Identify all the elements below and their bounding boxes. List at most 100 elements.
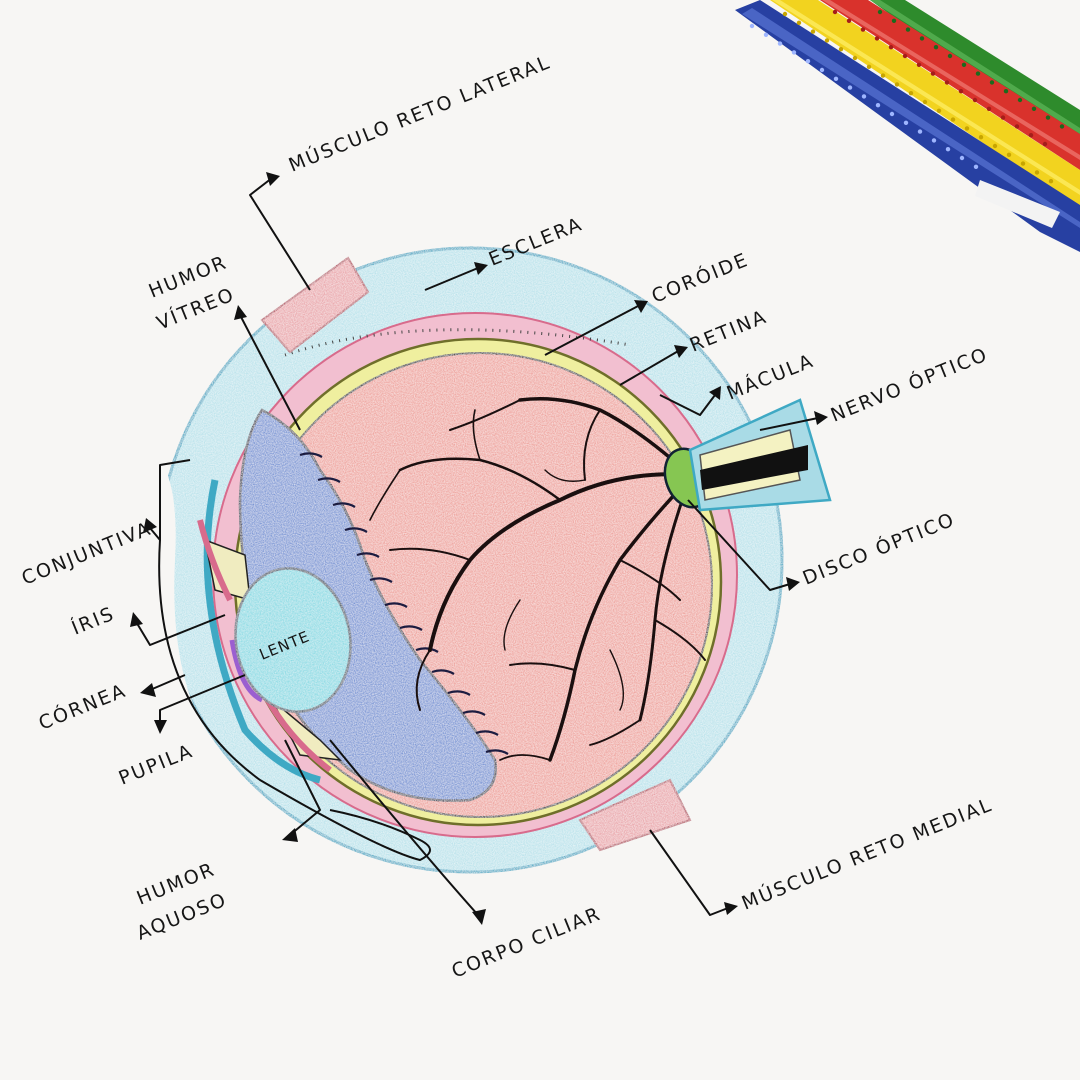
pencil-dot [1006, 152, 1012, 157]
leader-esclera [424, 267, 479, 291]
pencil-dot [961, 62, 967, 67]
pencil-dot [877, 9, 883, 15]
pencil-dot [782, 11, 788, 17]
pencil-dot [950, 117, 956, 122]
pencil-dot [902, 53, 908, 59]
pencil-dot [973, 164, 979, 169]
pencil-dot [931, 138, 937, 143]
pencil-dot [958, 89, 964, 94]
scallop-mark [485, 749, 509, 755]
pencil-dot [860, 27, 866, 32]
scallop-mark [447, 690, 471, 696]
pencil-dot [847, 85, 853, 90]
pencil-dot [978, 135, 984, 140]
leader-humor-vitreo [239, 314, 301, 431]
leader-iris [134, 614, 226, 646]
pencil-blue [735, 0, 1080, 252]
scallop-mark [399, 625, 423, 631]
pencil-dot [866, 64, 872, 70]
scallop-mark [384, 602, 408, 608]
pencil-dot [805, 59, 811, 64]
leader-musculo-reto-medial [649, 829, 729, 916]
lateral-rectus-shape [260, 256, 370, 354]
pencil-dot [838, 47, 844, 52]
pencil-dot [1014, 124, 1020, 129]
leader-musculo-reto-lateral [249, 177, 311, 291]
leader-disco-optico [687, 499, 791, 591]
scallop-mark [431, 669, 455, 675]
pencil-dot [1020, 161, 1026, 166]
scallop-mark [332, 502, 356, 508]
pencil-grip-dots [749, 9, 1065, 184]
pencil-dot [1059, 124, 1065, 129]
pencil-dot [846, 18, 852, 23]
eye-illustration [120, 246, 832, 874]
leader-coroide [544, 304, 641, 356]
leader-retina [619, 349, 681, 386]
scallop-mark [369, 577, 393, 583]
pencil-dot [874, 36, 880, 41]
pencil-dot [861, 94, 867, 99]
pencil-dot [992, 143, 998, 149]
pencil-red [820, 0, 1080, 170]
leader-nervo-optico [759, 417, 819, 431]
scallop-mark [299, 452, 323, 458]
scallop-mark [344, 527, 368, 533]
scallop-mark [462, 710, 486, 716]
pencil-dot [933, 45, 939, 50]
lens-shape [234, 567, 352, 713]
pencil-dot [905, 27, 911, 32]
pencil-dot [959, 155, 965, 161]
pencil-dot [945, 147, 951, 152]
pencil-dot [1028, 133, 1034, 138]
optic-nerve-shape [688, 398, 832, 512]
pencil-dot [930, 71, 936, 76]
pencil-dot [917, 129, 923, 134]
pencil-dot [1045, 115, 1051, 120]
retinal-vessels [369, 397, 706, 762]
pencil-dot [880, 73, 886, 78]
pencil-dot [919, 36, 925, 41]
pencil-dot [975, 71, 981, 76]
pencil-dot [777, 41, 783, 46]
pencil-dot [922, 99, 928, 105]
pencil-dot [791, 50, 797, 55]
pencil-dot [964, 126, 970, 131]
pencil-dot [989, 80, 995, 85]
pencil-dot [763, 32, 769, 37]
pencil-dot [796, 20, 802, 25]
scallop-mark [415, 647, 439, 653]
pencil-dot [903, 120, 909, 126]
pencil-dot [1003, 89, 1009, 94]
pencil-dot [936, 108, 942, 114]
scallop-mark [475, 730, 499, 736]
leader-corpo-ciliar [329, 739, 479, 916]
leader-bracket-left [158, 539, 431, 861]
pencil-dot [1031, 106, 1037, 112]
pencil-dot [749, 23, 755, 29]
pencil-dot [852, 55, 858, 61]
scallop-mark [317, 477, 341, 483]
pencil-dot [986, 106, 992, 112]
pencil-dot [894, 82, 900, 87]
pencil-dot [972, 97, 978, 103]
leader-conjuntiva [149, 459, 191, 541]
pencil-dot [889, 111, 895, 117]
leader-humor-aquoso [284, 739, 321, 836]
pencil-dot [891, 18, 897, 23]
pencil-dot [833, 76, 839, 82]
pencil-dot [819, 67, 825, 73]
medial-rectus-shape [578, 778, 692, 852]
leader-macula [659, 394, 716, 416]
scallop-mark [356, 552, 380, 558]
pencil-dot [810, 29, 816, 34]
colored-pencils [735, 0, 1080, 252]
vitreous-scallops [299, 452, 509, 755]
pencil-dot [947, 53, 953, 59]
pencil-dot [1000, 115, 1006, 120]
pencil-dot [1048, 179, 1054, 184]
pencil-dot [908, 91, 914, 96]
pencil-dot [944, 80, 950, 85]
